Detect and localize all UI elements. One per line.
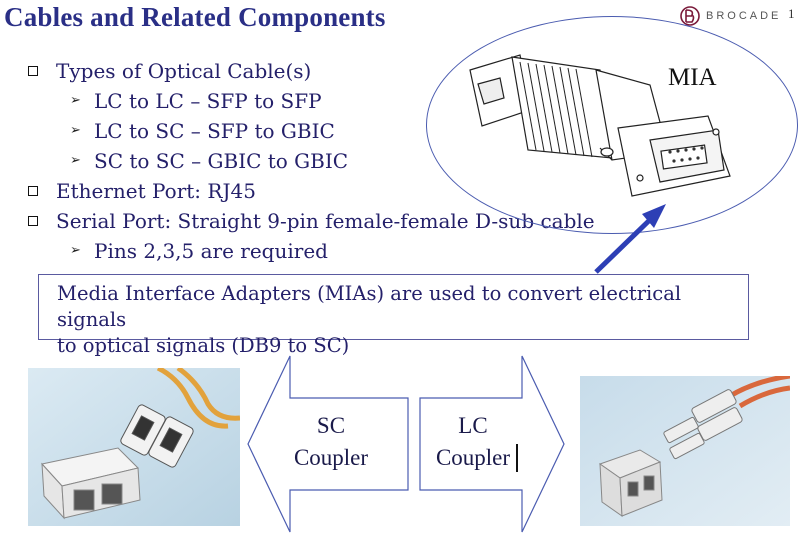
bullet-text: Types of Optical Cable(s): [56, 59, 312, 83]
sub-bullet-item: ➢ SC to SC – GBIC to GBIC: [26, 146, 595, 176]
sc-coupler-label: SC Coupler: [284, 410, 378, 474]
sc-coupler-image: [28, 368, 240, 526]
sub-bullet-item: ➢ Pins 2,3,5 are required: [26, 236, 595, 266]
sc-coupler-line-2: Coupler: [293, 445, 369, 470]
bullet-text: SC to SC – GBIC to GBIC: [94, 149, 349, 173]
arrowhead-bullet-icon: ➢: [70, 243, 81, 258]
brocade-logo-icon: [680, 6, 700, 26]
page-title: Cables and Related Components: [4, 2, 386, 32]
bullet-item: Types of Optical Cable(s): [26, 56, 595, 86]
sc-coupler-line-1: SC: [316, 413, 346, 438]
lc-coupler-photo: [580, 376, 790, 526]
callout-line-1: Media Interface Adapters (MIAs) are used…: [57, 282, 682, 331]
lc-coupler-image: [580, 376, 790, 526]
brand-logo: BROCADE: [680, 6, 781, 26]
square-bullet-icon: [28, 66, 38, 76]
lc-coupler-line-1: LC: [458, 413, 488, 438]
text-cursor: [516, 444, 518, 472]
mia-label: MIA: [668, 64, 717, 91]
bullet-item: Ethernet Port: RJ45: [26, 176, 595, 206]
sc-coupler-photo: [28, 368, 240, 526]
arrowhead-bullet-icon: ➢: [70, 93, 81, 108]
arrowhead-bullet-icon: ➢: [70, 153, 81, 168]
arrowhead-bullet-icon: ➢: [70, 123, 81, 138]
lc-coupler-line-2: Coupler: [435, 445, 511, 470]
bullet-text: LC to SC – SFP to GBIC: [94, 119, 335, 143]
lc-coupler-label: LC Coupler: [426, 410, 520, 474]
bullet-text: Pins 2,3,5 are required: [94, 239, 328, 263]
sub-bullet-item: ➢ LC to LC – SFP to SFP: [26, 86, 595, 116]
mia-callout-box: Media Interface Adapters (MIAs) are used…: [38, 274, 749, 357]
page-number: 1: [788, 6, 795, 21]
callout-line-2: to optical signals (DB9 to SC): [57, 334, 350, 357]
mia-ellipse: [426, 16, 798, 234]
sub-bullet-item: ➢ LC to SC – SFP to GBIC: [26, 116, 595, 146]
square-bullet-icon: [28, 186, 38, 196]
bullet-list: Types of Optical Cable(s) ➢ LC to LC – SF…: [26, 56, 595, 266]
bullet-text: LC to LC – SFP to SFP: [94, 89, 322, 113]
logo-text: BROCADE: [706, 10, 782, 22]
square-bullet-icon: [28, 216, 38, 226]
bullet-text: Ethernet Port: RJ45: [56, 179, 256, 203]
